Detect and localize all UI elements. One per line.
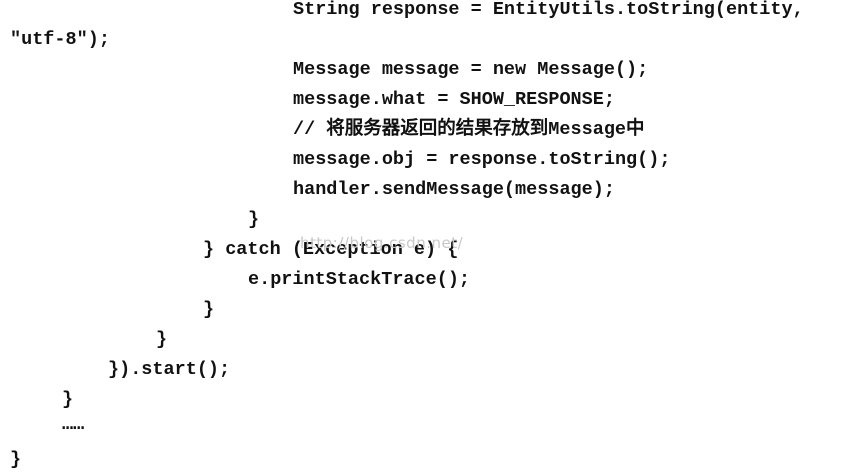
code-line: } [62,389,74,410]
watermark: http://blog.csdn.net/ [300,234,464,252]
code-line: message.what = SHOW_RESPONSE; [293,89,615,110]
code-line: } [248,209,260,230]
code-line: } [156,329,168,350]
code-line: message.obj = response.toString(); [293,149,671,170]
code-line: }).start(); [108,359,231,380]
code-ellipsis: …… [62,414,85,435]
code-line: e.printStackTrace(); [248,269,471,290]
code-line: "utf-8"); [10,29,110,50]
code-line: } catch (Exception e) { [203,239,459,260]
code-line: String response = EntityUtils.toString(e… [293,0,804,20]
code-line: } [10,449,22,470]
code-line: handler.sendMessage(message); [293,179,615,200]
code-comment: // 将服务器返回的结果存放到Message中 [293,119,645,140]
code-line: Message message = new Message(); [293,59,649,80]
code-line: } [203,299,215,320]
